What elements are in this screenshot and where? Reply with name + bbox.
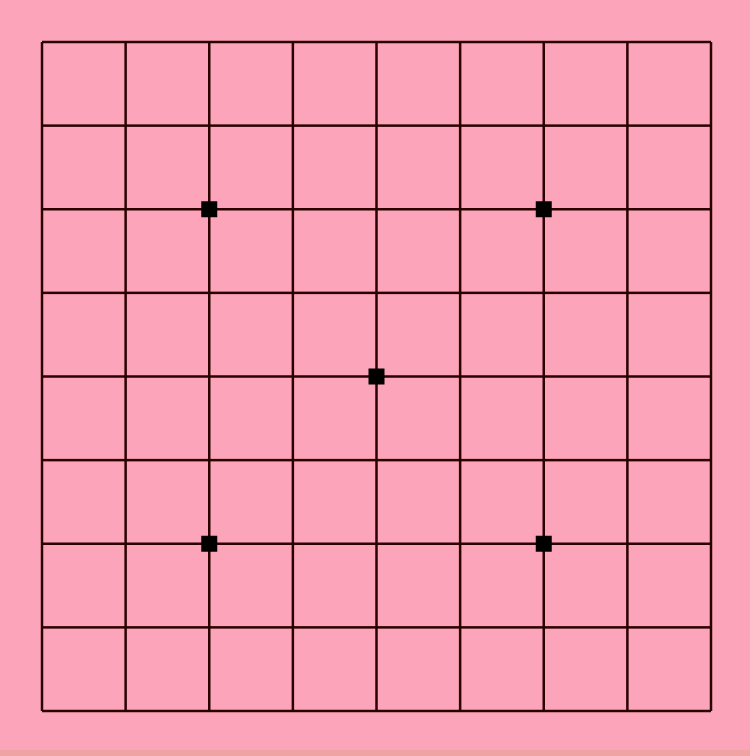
intersection-6-7[interactable] — [502, 586, 586, 670]
intersection-2-5[interactable] — [167, 418, 251, 502]
intersection-8-2[interactable] — [669, 167, 750, 251]
intersection-7-6[interactable] — [586, 502, 670, 586]
intersection-1-7[interactable] — [84, 586, 168, 670]
intersection-5-4[interactable] — [418, 335, 502, 419]
intersection-1-8[interactable] — [84, 669, 168, 750]
intersection-3-3[interactable] — [251, 251, 335, 335]
intersection-8-1[interactable] — [669, 84, 750, 168]
intersection-1-3[interactable] — [84, 251, 168, 335]
intersection-0-6[interactable] — [0, 502, 84, 586]
intersection-0-4[interactable] — [0, 335, 84, 419]
intersection-5-1[interactable] — [418, 84, 502, 168]
intersection-3-8[interactable] — [251, 669, 335, 750]
intersection-1-5[interactable] — [84, 418, 168, 502]
intersection-4-5[interactable] — [335, 418, 419, 502]
intersection-7-4[interactable] — [586, 335, 670, 419]
intersection-4-1[interactable] — [335, 84, 419, 168]
intersection-2-8[interactable] — [167, 669, 251, 750]
intersection-5-0[interactable] — [418, 0, 502, 84]
intersection-8-3[interactable] — [669, 251, 750, 335]
intersection-6-8[interactable] — [502, 669, 586, 750]
intersection-6-2[interactable] — [502, 167, 586, 251]
intersection-3-0[interactable] — [251, 0, 335, 84]
intersection-0-3[interactable] — [0, 251, 84, 335]
intersection-5-5[interactable] — [418, 418, 502, 502]
intersection-1-1[interactable] — [84, 84, 168, 168]
intersection-0-0[interactable] — [0, 0, 84, 84]
intersection-3-7[interactable] — [251, 586, 335, 670]
intersection-2-1[interactable] — [167, 84, 251, 168]
intersection-6-5[interactable] — [502, 418, 586, 502]
intersection-3-2[interactable] — [251, 167, 335, 251]
intersection-1-0[interactable] — [84, 0, 168, 84]
intersection-8-8[interactable] — [669, 669, 750, 750]
intersection-3-1[interactable] — [251, 84, 335, 168]
intersection-6-6[interactable] — [502, 502, 586, 586]
intersection-3-5[interactable] — [251, 418, 335, 502]
intersection-8-0[interactable] — [669, 0, 750, 84]
intersection-1-6[interactable] — [84, 502, 168, 586]
intersection-6-4[interactable] — [502, 335, 586, 419]
intersection-4-7[interactable] — [335, 586, 419, 670]
board-bottom-edge — [0, 750, 750, 756]
intersection-4-2[interactable] — [335, 167, 419, 251]
intersection-4-3[interactable] — [335, 251, 419, 335]
intersection-3-6[interactable] — [251, 502, 335, 586]
intersection-5-7[interactable] — [418, 586, 502, 670]
intersection-3-4[interactable] — [251, 335, 335, 419]
intersection-0-1[interactable] — [0, 84, 84, 168]
intersection-7-3[interactable] — [586, 251, 670, 335]
intersection-0-8[interactable] — [0, 669, 84, 750]
intersection-7-2[interactable] — [586, 167, 670, 251]
intersection-0-2[interactable] — [0, 167, 84, 251]
intersection-4-0[interactable] — [335, 0, 419, 84]
intersection-8-5[interactable] — [669, 418, 750, 502]
intersection-5-8[interactable] — [418, 669, 502, 750]
intersection-4-6[interactable] — [335, 502, 419, 586]
intersection-6-1[interactable] — [502, 84, 586, 168]
intersection-7-1[interactable] — [586, 84, 670, 168]
intersection-7-8[interactable] — [586, 669, 670, 750]
intersection-5-6[interactable] — [418, 502, 502, 586]
intersection-1-4[interactable] — [84, 335, 168, 419]
intersection-1-2[interactable] — [84, 167, 168, 251]
intersection-5-2[interactable] — [418, 167, 502, 251]
intersection-7-5[interactable] — [586, 418, 670, 502]
intersection-6-3[interactable] — [502, 251, 586, 335]
intersection-5-3[interactable] — [418, 251, 502, 335]
intersection-8-6[interactable] — [669, 502, 750, 586]
intersection-8-7[interactable] — [669, 586, 750, 670]
intersection-7-7[interactable] — [586, 586, 670, 670]
intersection-2-6[interactable] — [167, 502, 251, 586]
intersection-2-2[interactable] — [167, 167, 251, 251]
intersection-2-7[interactable] — [167, 586, 251, 670]
intersection-4-8[interactable] — [335, 669, 419, 750]
intersection-2-4[interactable] — [167, 335, 251, 419]
intersection-6-0[interactable] — [502, 0, 586, 84]
intersection-0-5[interactable] — [0, 418, 84, 502]
intersection-7-0[interactable] — [586, 0, 670, 84]
intersection-4-4[interactable] — [335, 335, 419, 419]
intersection-8-4[interactable] — [669, 335, 750, 419]
intersection-2-3[interactable] — [167, 251, 251, 335]
intersection-2-0[interactable] — [167, 0, 251, 84]
intersection-0-7[interactable] — [0, 586, 84, 670]
